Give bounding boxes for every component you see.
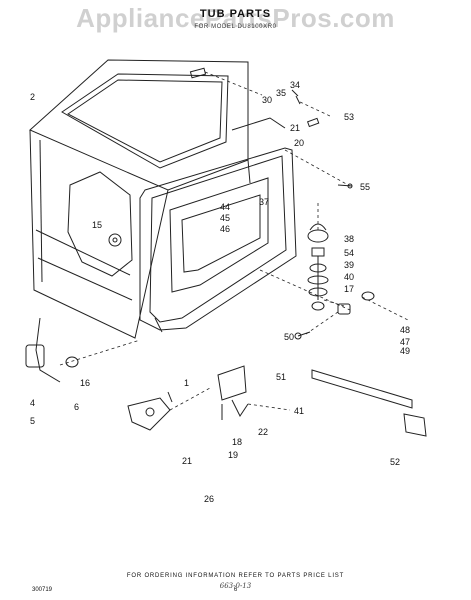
callout-19: 19	[228, 450, 238, 460]
callout-45: 45	[220, 213, 230, 223]
callout-48: 48	[400, 325, 410, 335]
callout-41: 41	[294, 406, 304, 416]
callout-44: 44	[220, 202, 230, 212]
callout-47: 47	[400, 337, 410, 347]
watermark: AppliancePartsPros.com	[76, 3, 395, 33]
callout-34: 34	[290, 80, 300, 90]
callout-4: 4	[30, 398, 35, 408]
callout-1: 1	[184, 378, 189, 388]
callout-55: 55	[360, 182, 370, 192]
callout-53: 53	[344, 112, 354, 122]
callout-37: 37	[259, 197, 269, 207]
callout-6: 6	[74, 402, 79, 412]
ordering-note: FOR ORDERING INFORMATION REFER TO PARTS …	[126, 573, 345, 579]
callout-21: 21	[182, 456, 192, 466]
diagram-title: TUB PARTS	[199, 8, 272, 20]
door-gasket	[139, 147, 297, 333]
callout-5: 5	[30, 416, 35, 426]
tub-body	[29, 59, 251, 339]
callout-49: 49	[400, 346, 410, 356]
callout-21: 21	[290, 123, 300, 133]
callout-51: 51	[276, 372, 286, 382]
callout-2: 2	[30, 92, 35, 102]
callout-46: 46	[220, 224, 230, 234]
callout-39: 39	[344, 260, 354, 270]
callout-30: 30	[262, 95, 272, 105]
inlet-parts	[25, 317, 171, 431]
callout-50: 50	[284, 332, 294, 342]
model-subtitle: FOR MODEL DU8100XR0	[194, 24, 277, 30]
callout-38: 38	[344, 234, 354, 244]
callout-52: 52	[390, 457, 400, 467]
document-code: 300719	[32, 587, 53, 593]
page-number: 6	[233, 587, 238, 593]
callout-22: 22	[258, 427, 268, 437]
top-parts	[189, 67, 353, 189]
pump-stack	[307, 223, 329, 311]
callout-17: 17	[344, 284, 354, 294]
callout-54: 54	[344, 248, 354, 258]
callout-15: 15	[92, 220, 102, 230]
callout-16: 16	[80, 378, 90, 388]
latch-parts	[294, 291, 427, 437]
callout-18: 18	[232, 437, 242, 447]
callout-40: 40	[344, 272, 354, 282]
handwritten-note: 663-0-13	[219, 582, 252, 590]
bottom-parts	[167, 365, 249, 420]
callout-20: 20	[294, 138, 304, 148]
leader-lines	[59, 71, 409, 411]
side-cutout	[67, 171, 133, 277]
callout-26: 26	[204, 494, 214, 504]
callout-35: 35	[276, 88, 286, 98]
